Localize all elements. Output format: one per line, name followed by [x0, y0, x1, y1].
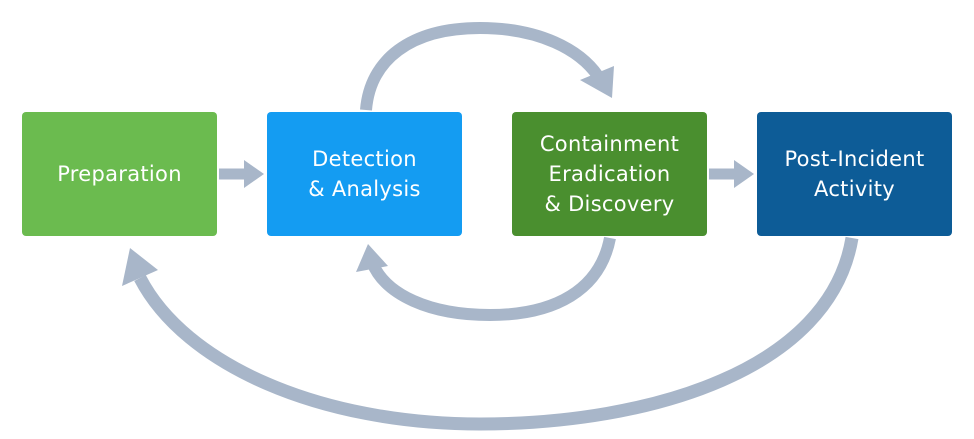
stage-post-incident-activity: Post-Incident Activity	[757, 112, 952, 236]
arc-post-incident-to-preparation	[134, 236, 859, 431]
stage-post-incident-label: Post-Incident Activity	[784, 147, 925, 201]
stage-preparation-label: Preparation	[57, 162, 182, 186]
arc-post-incident-to-preparation-head	[122, 248, 158, 286]
arrow-containment-to-post-incident-head	[734, 160, 754, 188]
stage-containment-label: Containment Eradication & Discovery	[539, 132, 680, 216]
arc-detection-to-containment	[360, 21, 603, 111]
stage-preparation: Preparation	[22, 112, 217, 236]
stage-containment-eradication-discovery: Containment Eradication & Discovery	[512, 112, 707, 236]
stage-detection-analysis-label: Detection & Analysis	[308, 147, 421, 201]
arrow-preparation-to-detection-head	[244, 160, 264, 188]
arc-detection-to-containment-head	[580, 66, 614, 98]
stage-detection-analysis: Detection & Analysis	[267, 112, 462, 236]
arc-containment-to-detection-head	[356, 244, 388, 272]
flow-arrows	[122, 21, 859, 431]
arc-containment-to-detection	[366, 236, 616, 322]
